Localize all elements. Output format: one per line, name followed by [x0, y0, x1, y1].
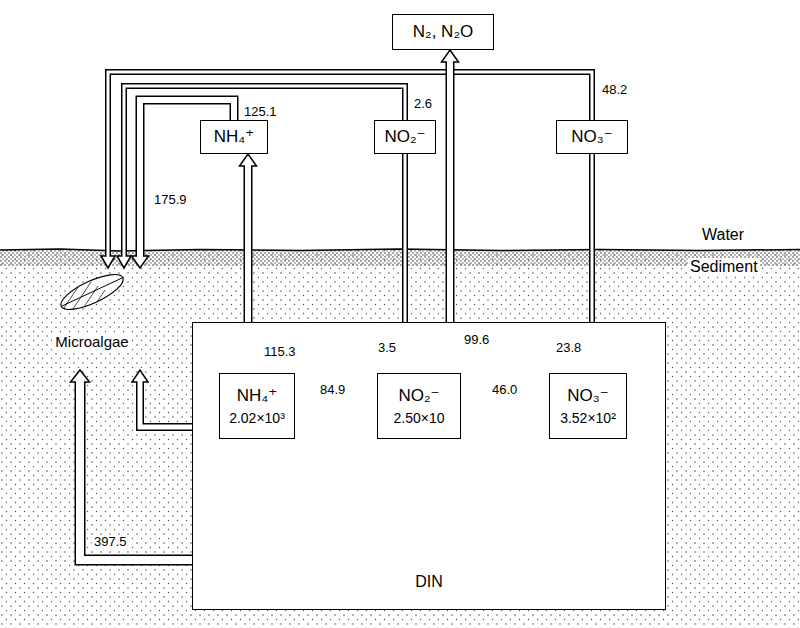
flux-value: 3.5 [376, 341, 398, 356]
zone-label: Sediment [688, 258, 760, 276]
flux-value: 125.1 [242, 105, 279, 120]
flux-value: 2.6 [412, 97, 434, 112]
water-pool-box: NO₂⁻ [374, 120, 436, 154]
flux-label-holder: 99.6 [462, 330, 491, 348]
arrow-shaft-inner [108, 72, 592, 259]
pool-name: NO₂⁻ [384, 127, 425, 147]
flux-label-holder: 115.3 [262, 342, 298, 360]
flux-value: 115.3 [262, 345, 298, 360]
pool-name: NH₄⁺ [214, 127, 254, 147]
gas-pool-box: N₂, N₂O [392, 14, 494, 50]
zone-label: Water [700, 226, 746, 244]
water-pool-box: NH₄⁺ [200, 120, 268, 154]
flux-label-holder: 48.2 [600, 80, 629, 98]
sediment-pool-box: NO₂⁻ 2.50×10 [377, 373, 461, 439]
water-surface-line [0, 249, 800, 251]
arrow-shaft-inner [124, 86, 405, 259]
pool-name: DIN [415, 573, 443, 591]
flux-value: 48.2 [600, 83, 629, 98]
pool-name: NO₂⁻ [398, 386, 439, 406]
sediment-pool-box: NO₃⁻ 3.52×10² [549, 373, 627, 439]
water-pool-box: NO₃⁻ [556, 120, 628, 154]
label-holder: Sediment [688, 258, 760, 276]
sediment-stipple [0, 250, 800, 628]
flux-label-holder: 46.0 [490, 380, 519, 398]
pool-name: NO₃⁻ [567, 386, 608, 406]
flux-value: 23.8 [554, 341, 583, 356]
flux-label-holder: 2.6 [412, 94, 434, 112]
flux-label-holder: 397.5 [92, 532, 129, 550]
total-flux-label: 175.9 [152, 193, 189, 208]
arrow-shaft-outline [108, 72, 592, 256]
pool-concentration: 2.02×10³ [229, 410, 285, 426]
flux-arrow [101, 72, 592, 268]
microalgae-node: Microalgae [22, 268, 162, 370]
flux-value: 84.9 [318, 383, 347, 398]
pool-concentration: 3.52×10² [560, 410, 616, 426]
label-holder: Water [700, 226, 746, 244]
sediment-pool-box: NH₄⁺ 2.02×10³ [219, 373, 295, 439]
flux-arrow [117, 86, 405, 268]
label-holder: 175.9 [152, 190, 189, 208]
flux-label-holder: 125.1 [242, 102, 279, 120]
flux-arrow [71, 370, 193, 560]
flux-value: 46.0 [490, 383, 519, 398]
flux-value: 99.6 [462, 333, 491, 348]
din-compartment: NH₄⁺ 2.02×10³ NO₂⁻ 2.50×10 NO₃⁻ 3.52×10² DIN [192, 322, 666, 610]
flux-label-holder: 23.8 [554, 338, 583, 356]
pool-name: Microalgae [52, 333, 131, 350]
pool-name: NH₄⁺ [237, 386, 277, 406]
arrow-shaft-outline [124, 86, 405, 256]
flux-value: 397.5 [92, 535, 129, 550]
microalgae-illustration [50, 268, 133, 336]
flux-label-holder: 84.9 [318, 380, 347, 398]
flux-label-holder: 3.5 [376, 338, 398, 356]
pool-name: NO₃⁻ [571, 127, 612, 147]
pool-name: N₂, N₂O [413, 22, 473, 42]
pool-concentration: 2.50×10 [394, 410, 445, 426]
